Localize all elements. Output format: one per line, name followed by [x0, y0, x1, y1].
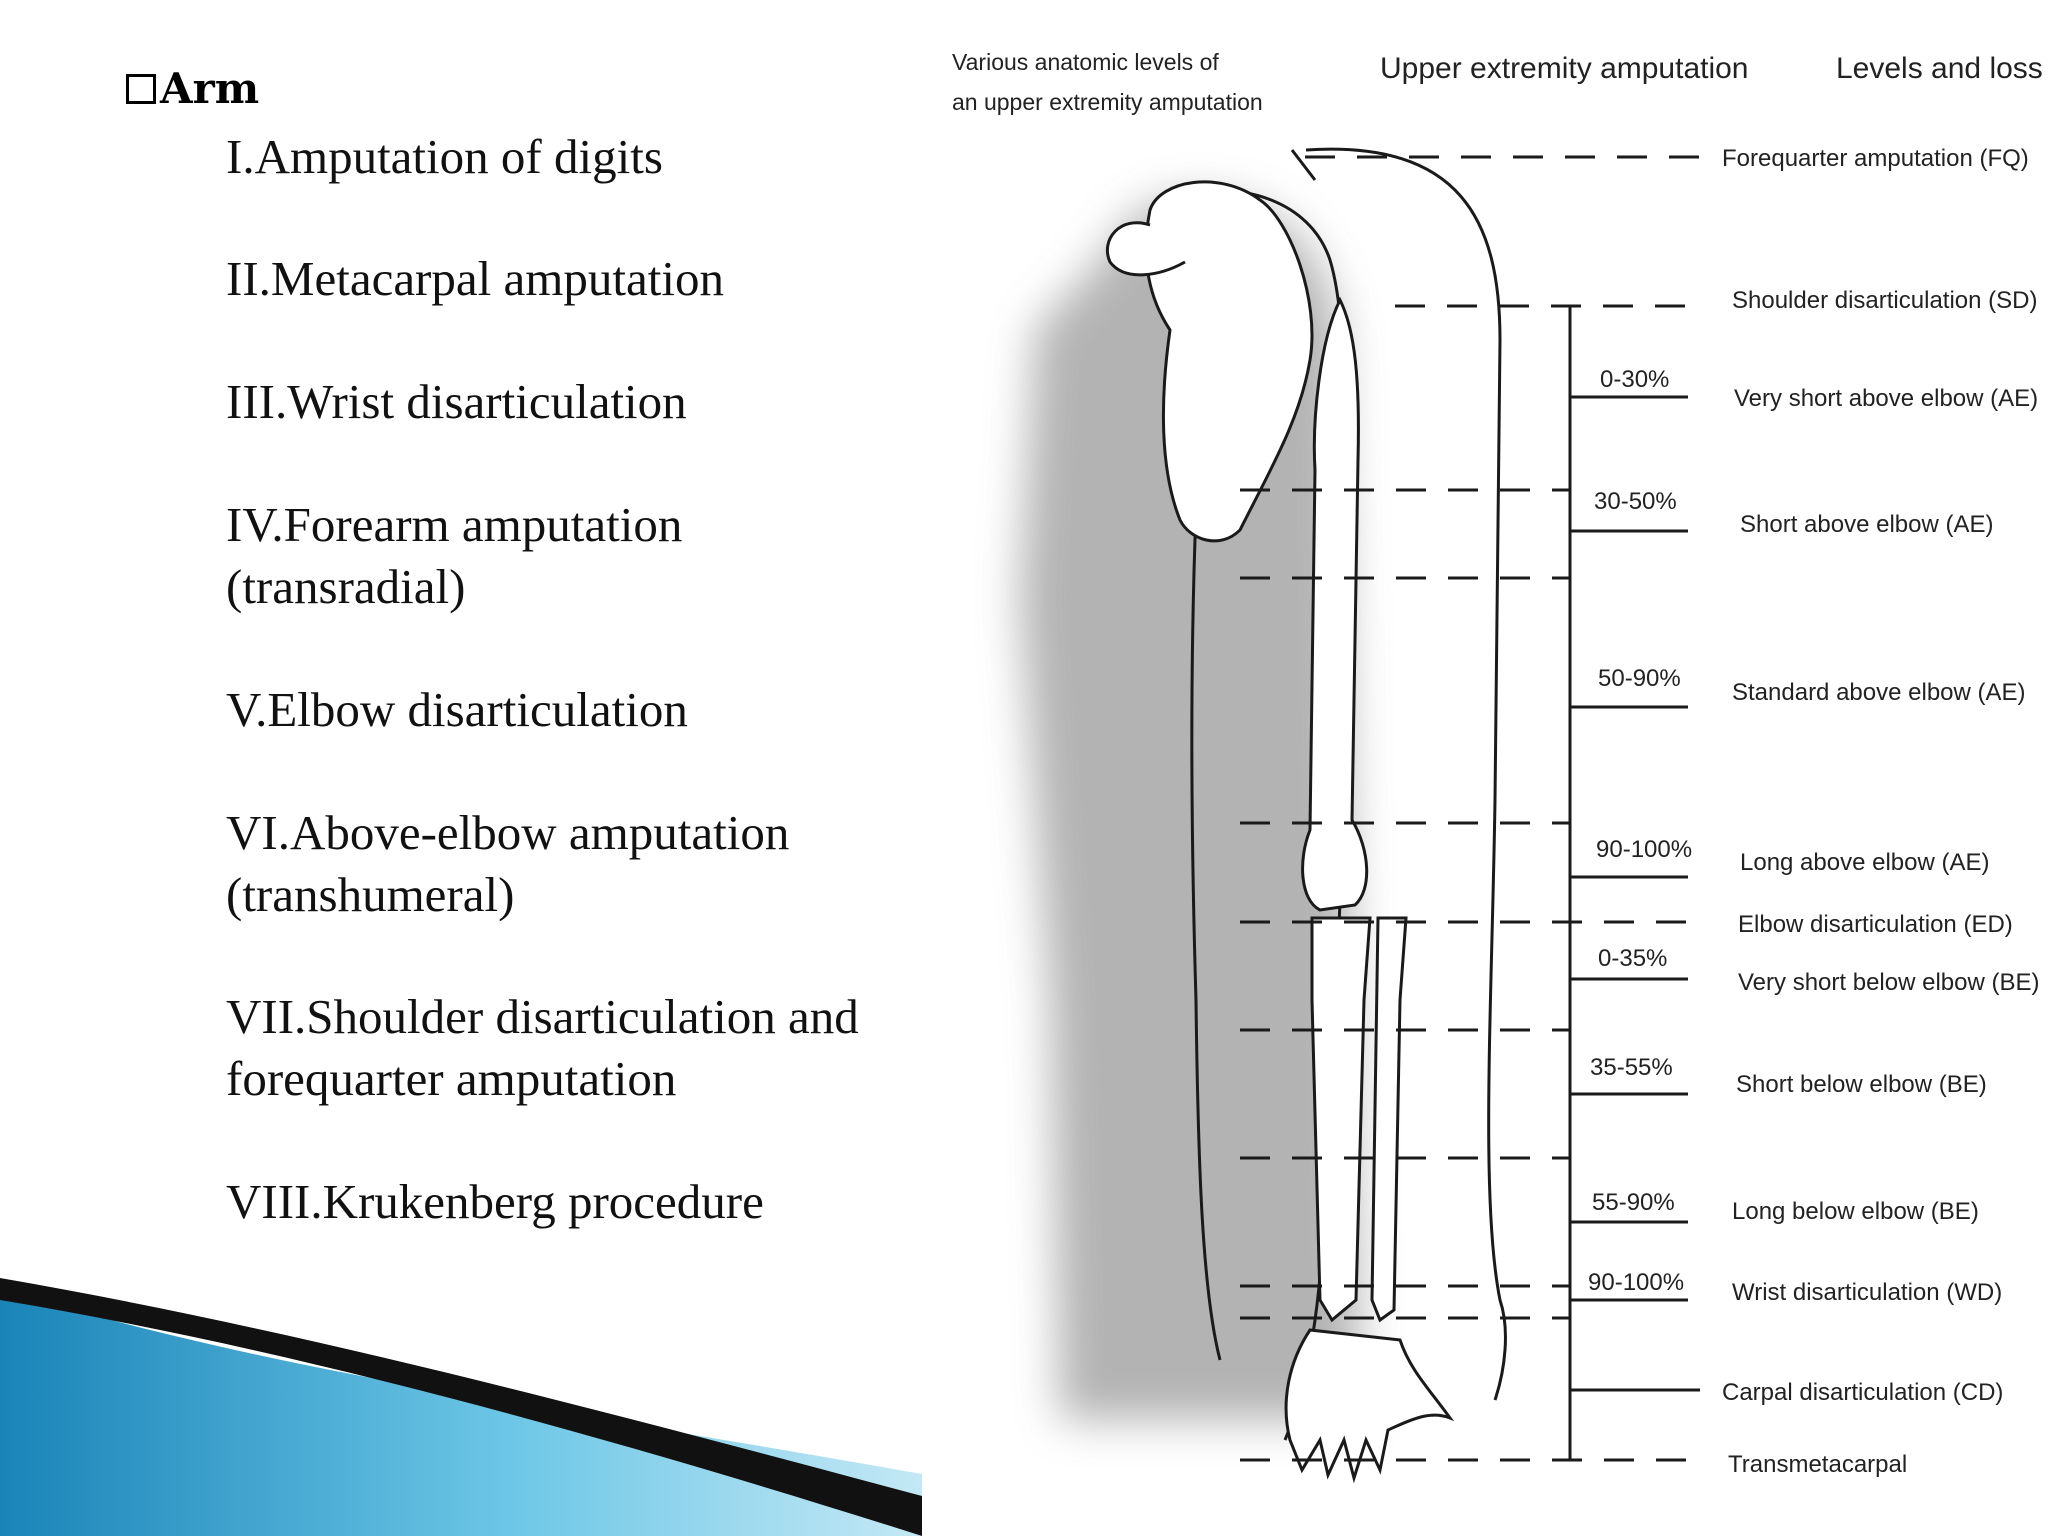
level-label-be-short: Short below elbow (BE)	[1736, 1071, 1987, 1098]
pct-label: 0-35%	[1598, 945, 1667, 972]
amputation-levels-diagram: Various anatomic levels of an upper extr…	[952, 49, 2043, 1484]
list-item: IV.Forearm amputation	[226, 497, 683, 552]
slide-heading: Arm	[126, 64, 259, 113]
list-item: VIII.Krukenberg procedure	[226, 1174, 764, 1229]
list-item: III.Wrist disarticulation	[226, 374, 687, 429]
diagram-note-line2: an upper extremity amputation	[952, 89, 1263, 115]
pct-label: 90-100%	[1588, 1269, 1684, 1296]
pct-label: 55-90%	[1592, 1189, 1675, 1216]
diagram-header-middle: Upper extremity amputation	[1380, 52, 1749, 85]
list-item: V.Elbow disarticulation	[226, 682, 688, 737]
level-label-be-long: Long below elbow (BE)	[1732, 1198, 1979, 1225]
list-item: I.Amputation of digits	[226, 129, 663, 184]
level-label-ae-standard: Standard above elbow (AE)	[1732, 679, 2026, 706]
level-label-sd: Shoulder disarticulation (SD)	[1732, 287, 2037, 314]
level-label-be-very-short: Very short below elbow (BE)	[1738, 969, 2039, 996]
list-item-continuation: (transradial)	[226, 559, 466, 614]
pct-label: 50-90%	[1598, 665, 1681, 692]
pct-label: 0-30%	[1600, 366, 1669, 393]
list-item-continuation: forequarter amputation	[226, 1051, 677, 1106]
level-label-ed: Elbow disarticulation (ED)	[1738, 911, 2013, 938]
list-item: VI.Above-elbow amputation	[226, 805, 790, 860]
level-label-ae-long: Long above elbow (AE)	[1740, 849, 1990, 876]
diagram-note-line1: Various anatomic levels of	[952, 49, 1219, 75]
swoosh-dark-band	[0, 1278, 922, 1536]
swoosh-blue-band	[0, 1288, 922, 1536]
level-lines	[1240, 155, 1710, 1462]
percent-ticks	[1570, 395, 1700, 1392]
arm-illustration	[1020, 147, 1507, 1484]
list-item: II.Metacarpal amputation	[226, 251, 724, 306]
level-label-cd: Carpal disarticulation (CD)	[1722, 1379, 2003, 1406]
heading-text: Arm	[160, 64, 260, 113]
level-label-ae-very-short: Very short above elbow (AE)	[1734, 385, 2038, 412]
pct-label: 30-50%	[1594, 488, 1677, 515]
diagram-header-right: Levels and loss	[1836, 52, 2043, 85]
level-label-fq: Forequarter amputation (FQ)	[1722, 145, 2029, 172]
level-label-transmetacarpal: Transmetacarpal	[1728, 1451, 1907, 1478]
list-item: VII.Shoulder disarticulation and	[226, 989, 859, 1044]
level-label-ae-short: Short above elbow (AE)	[1740, 511, 1993, 538]
corner-swoosh-decoration	[0, 1278, 922, 1536]
pct-label: 90-100%	[1596, 836, 1692, 863]
level-label-wd: Wrist disarticulation (WD)	[1732, 1279, 2002, 1306]
checkbox-bullet-icon	[126, 73, 156, 104]
list-item-continuation: (transhumeral)	[226, 867, 515, 922]
pct-label: 35-55%	[1590, 1054, 1673, 1081]
